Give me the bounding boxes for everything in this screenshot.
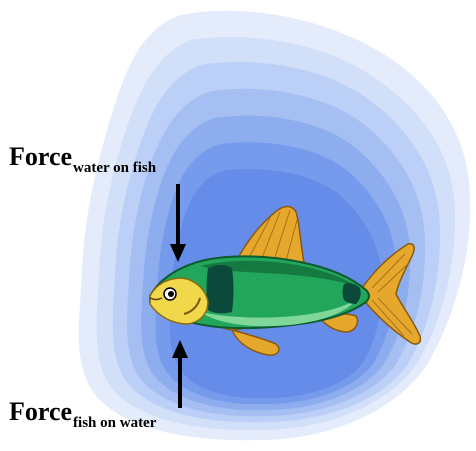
force-water-on-fish-label: Forcewater on fish	[9, 144, 156, 170]
force-fish-on-water-subscript: fish on water	[73, 415, 156, 431]
force-fish-on-water-main: Force	[9, 397, 72, 426]
fish-pupil	[168, 291, 174, 297]
force-water-on-fish-main: Force	[9, 142, 72, 171]
force-water-on-fish-subscript: water on fish	[73, 160, 156, 176]
fish-stripe-front	[207, 265, 234, 313]
force-fish-on-water-label: Forcefish on water	[9, 399, 156, 425]
fish-stripe-rear	[343, 283, 361, 304]
